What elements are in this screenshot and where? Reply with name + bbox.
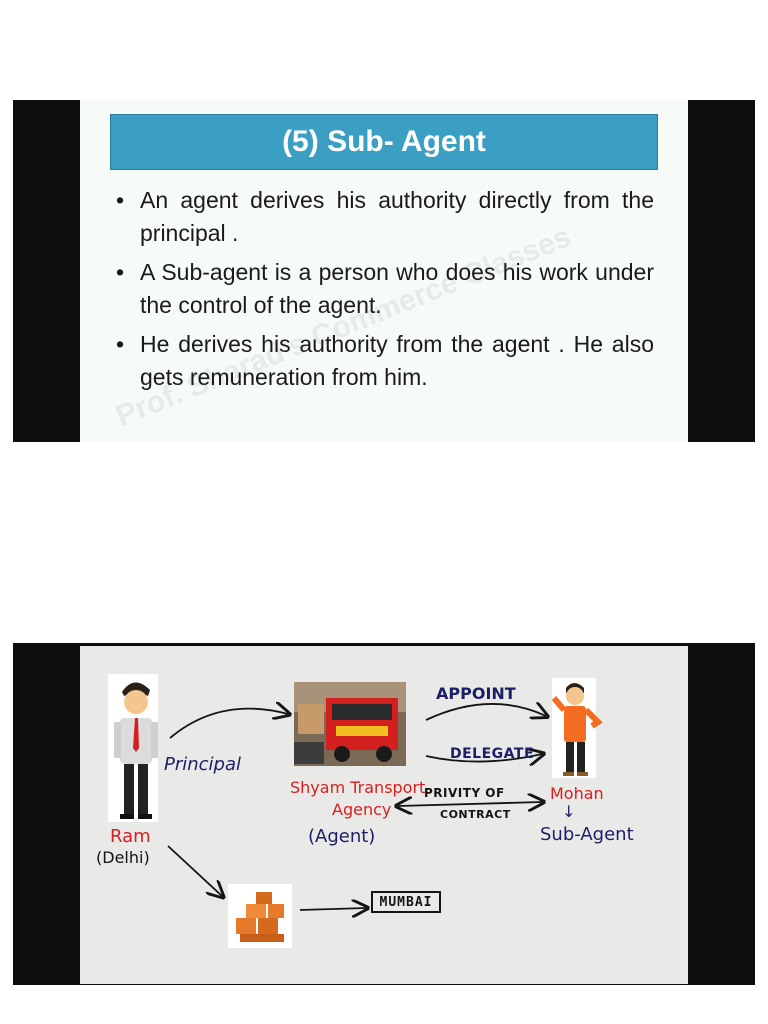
- principal-city: (Delhi): [96, 848, 150, 867]
- agent-role: (Agent): [308, 826, 376, 847]
- privity-label-line1: PRIVITY OF: [424, 786, 505, 800]
- arrow-principal-to-agent: [169, 709, 288, 739]
- bullet-list: An agent derives his authority directly …: [114, 184, 654, 400]
- arrow-goods-to-mumbai: [299, 908, 366, 910]
- delegate-label: DELEGATE: [450, 746, 535, 762]
- appoint-label: APPOINT: [436, 684, 516, 703]
- bullet-item: An agent derives his authority directly …: [114, 184, 654, 250]
- slide-sub-agent-definition: Prof. Sharad's Commerce Classes (5) Sub-…: [80, 100, 688, 442]
- arrow-ram-to-goods: [167, 845, 222, 896]
- agent-name-line2: Agency: [332, 800, 392, 819]
- diagram-illustrations: [108, 674, 603, 948]
- sub-agent-role: Sub-Agent: [540, 824, 634, 845]
- privity-label-line2: CONTRACT: [440, 808, 511, 821]
- arrow-appoint: [425, 704, 546, 721]
- truck-image: [294, 682, 406, 766]
- arrow-privity: [398, 802, 542, 806]
- arrow-delegate: [425, 754, 542, 762]
- slide-title: (5) Sub- Agent: [110, 114, 658, 170]
- agent-name-line1: Shyam Transport: [290, 778, 426, 797]
- bullet-item: A Sub-agent is a person who does his wor…: [114, 256, 654, 322]
- boxes-image: [228, 884, 292, 948]
- sub-agent-name: Mohan: [550, 784, 604, 803]
- principal-name: Ram: [110, 826, 151, 847]
- destination-label: MUMBAI: [371, 891, 441, 913]
- slide-sub-agent-example: Ram (Delhi) Principal Shyam Transport Ag…: [80, 646, 688, 984]
- person-figure: [551, 678, 603, 778]
- bullet-item: He derives his authority from the agent …: [114, 328, 654, 394]
- sub-agent-down-arrow: ↓: [562, 802, 576, 821]
- principal-role: Principal: [164, 754, 242, 775]
- businessman-figure: [108, 674, 158, 822]
